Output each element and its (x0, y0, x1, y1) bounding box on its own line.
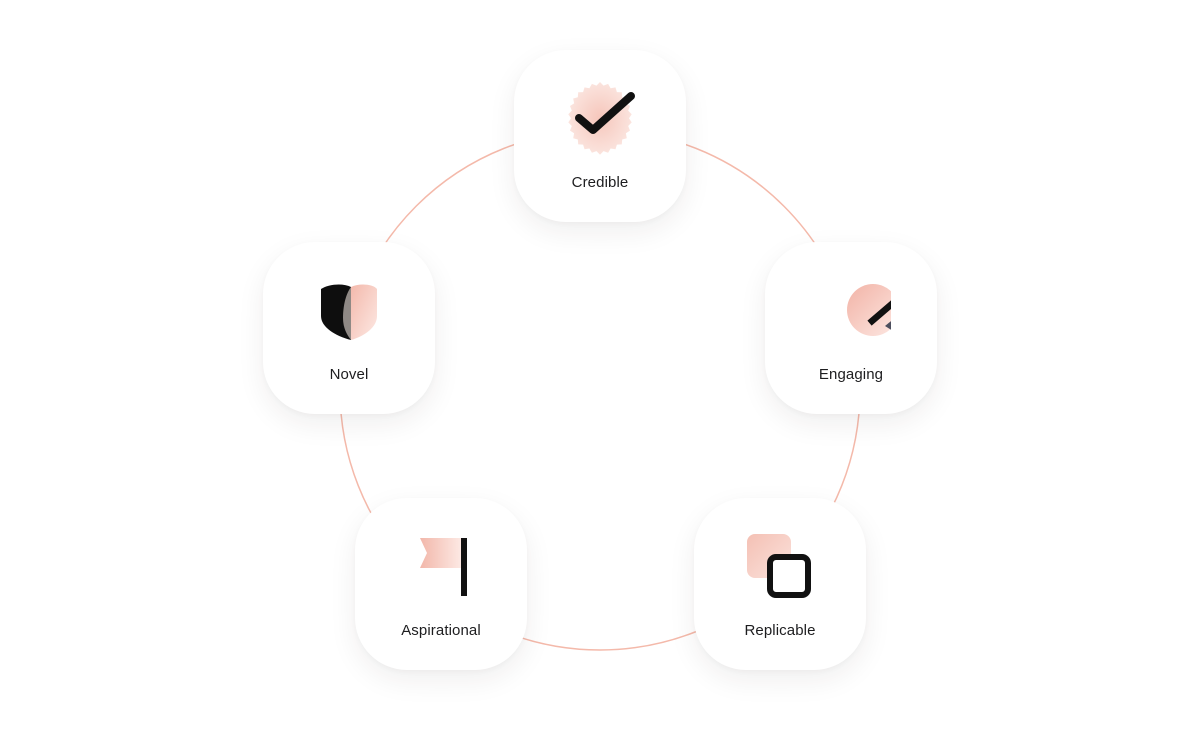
node-label: Novel (329, 366, 369, 383)
node-label: Replicable (744, 622, 816, 639)
badge-check-icon (568, 82, 635, 155)
split-shield-icon (321, 284, 377, 340)
node-aspirational: Aspirational (355, 498, 527, 670)
flag-icon (420, 538, 467, 596)
node-replicable: Replicable (694, 498, 866, 670)
node-novel: Novel (263, 242, 435, 414)
node-label: Aspirational (401, 622, 481, 639)
node-engaging: Engaging (765, 242, 937, 414)
node-label: Engaging (818, 366, 884, 383)
arrow-up-right-icon (847, 284, 891, 336)
copy-squares-icon (747, 534, 811, 598)
node-credible: Credible (514, 50, 686, 222)
node-label: Credible (571, 174, 629, 191)
